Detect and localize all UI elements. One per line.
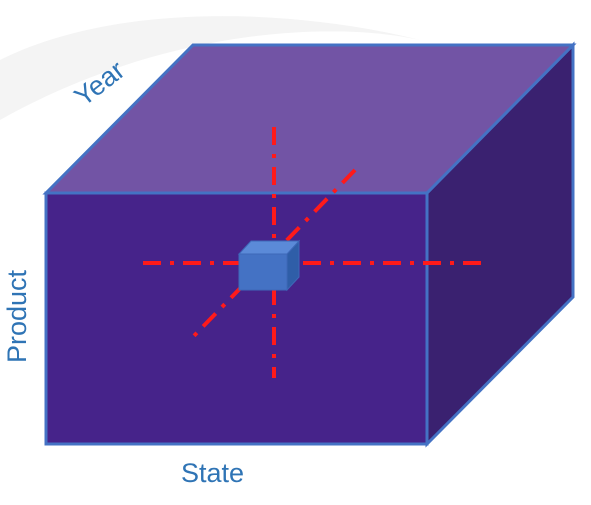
small-cube-front — [238, 253, 288, 291]
cube-front-face — [44, 191, 429, 446]
product-axis-label: Product — [2, 269, 32, 363]
state-axis-label: State — [181, 458, 245, 488]
background-swirl — [0, 16, 420, 120]
